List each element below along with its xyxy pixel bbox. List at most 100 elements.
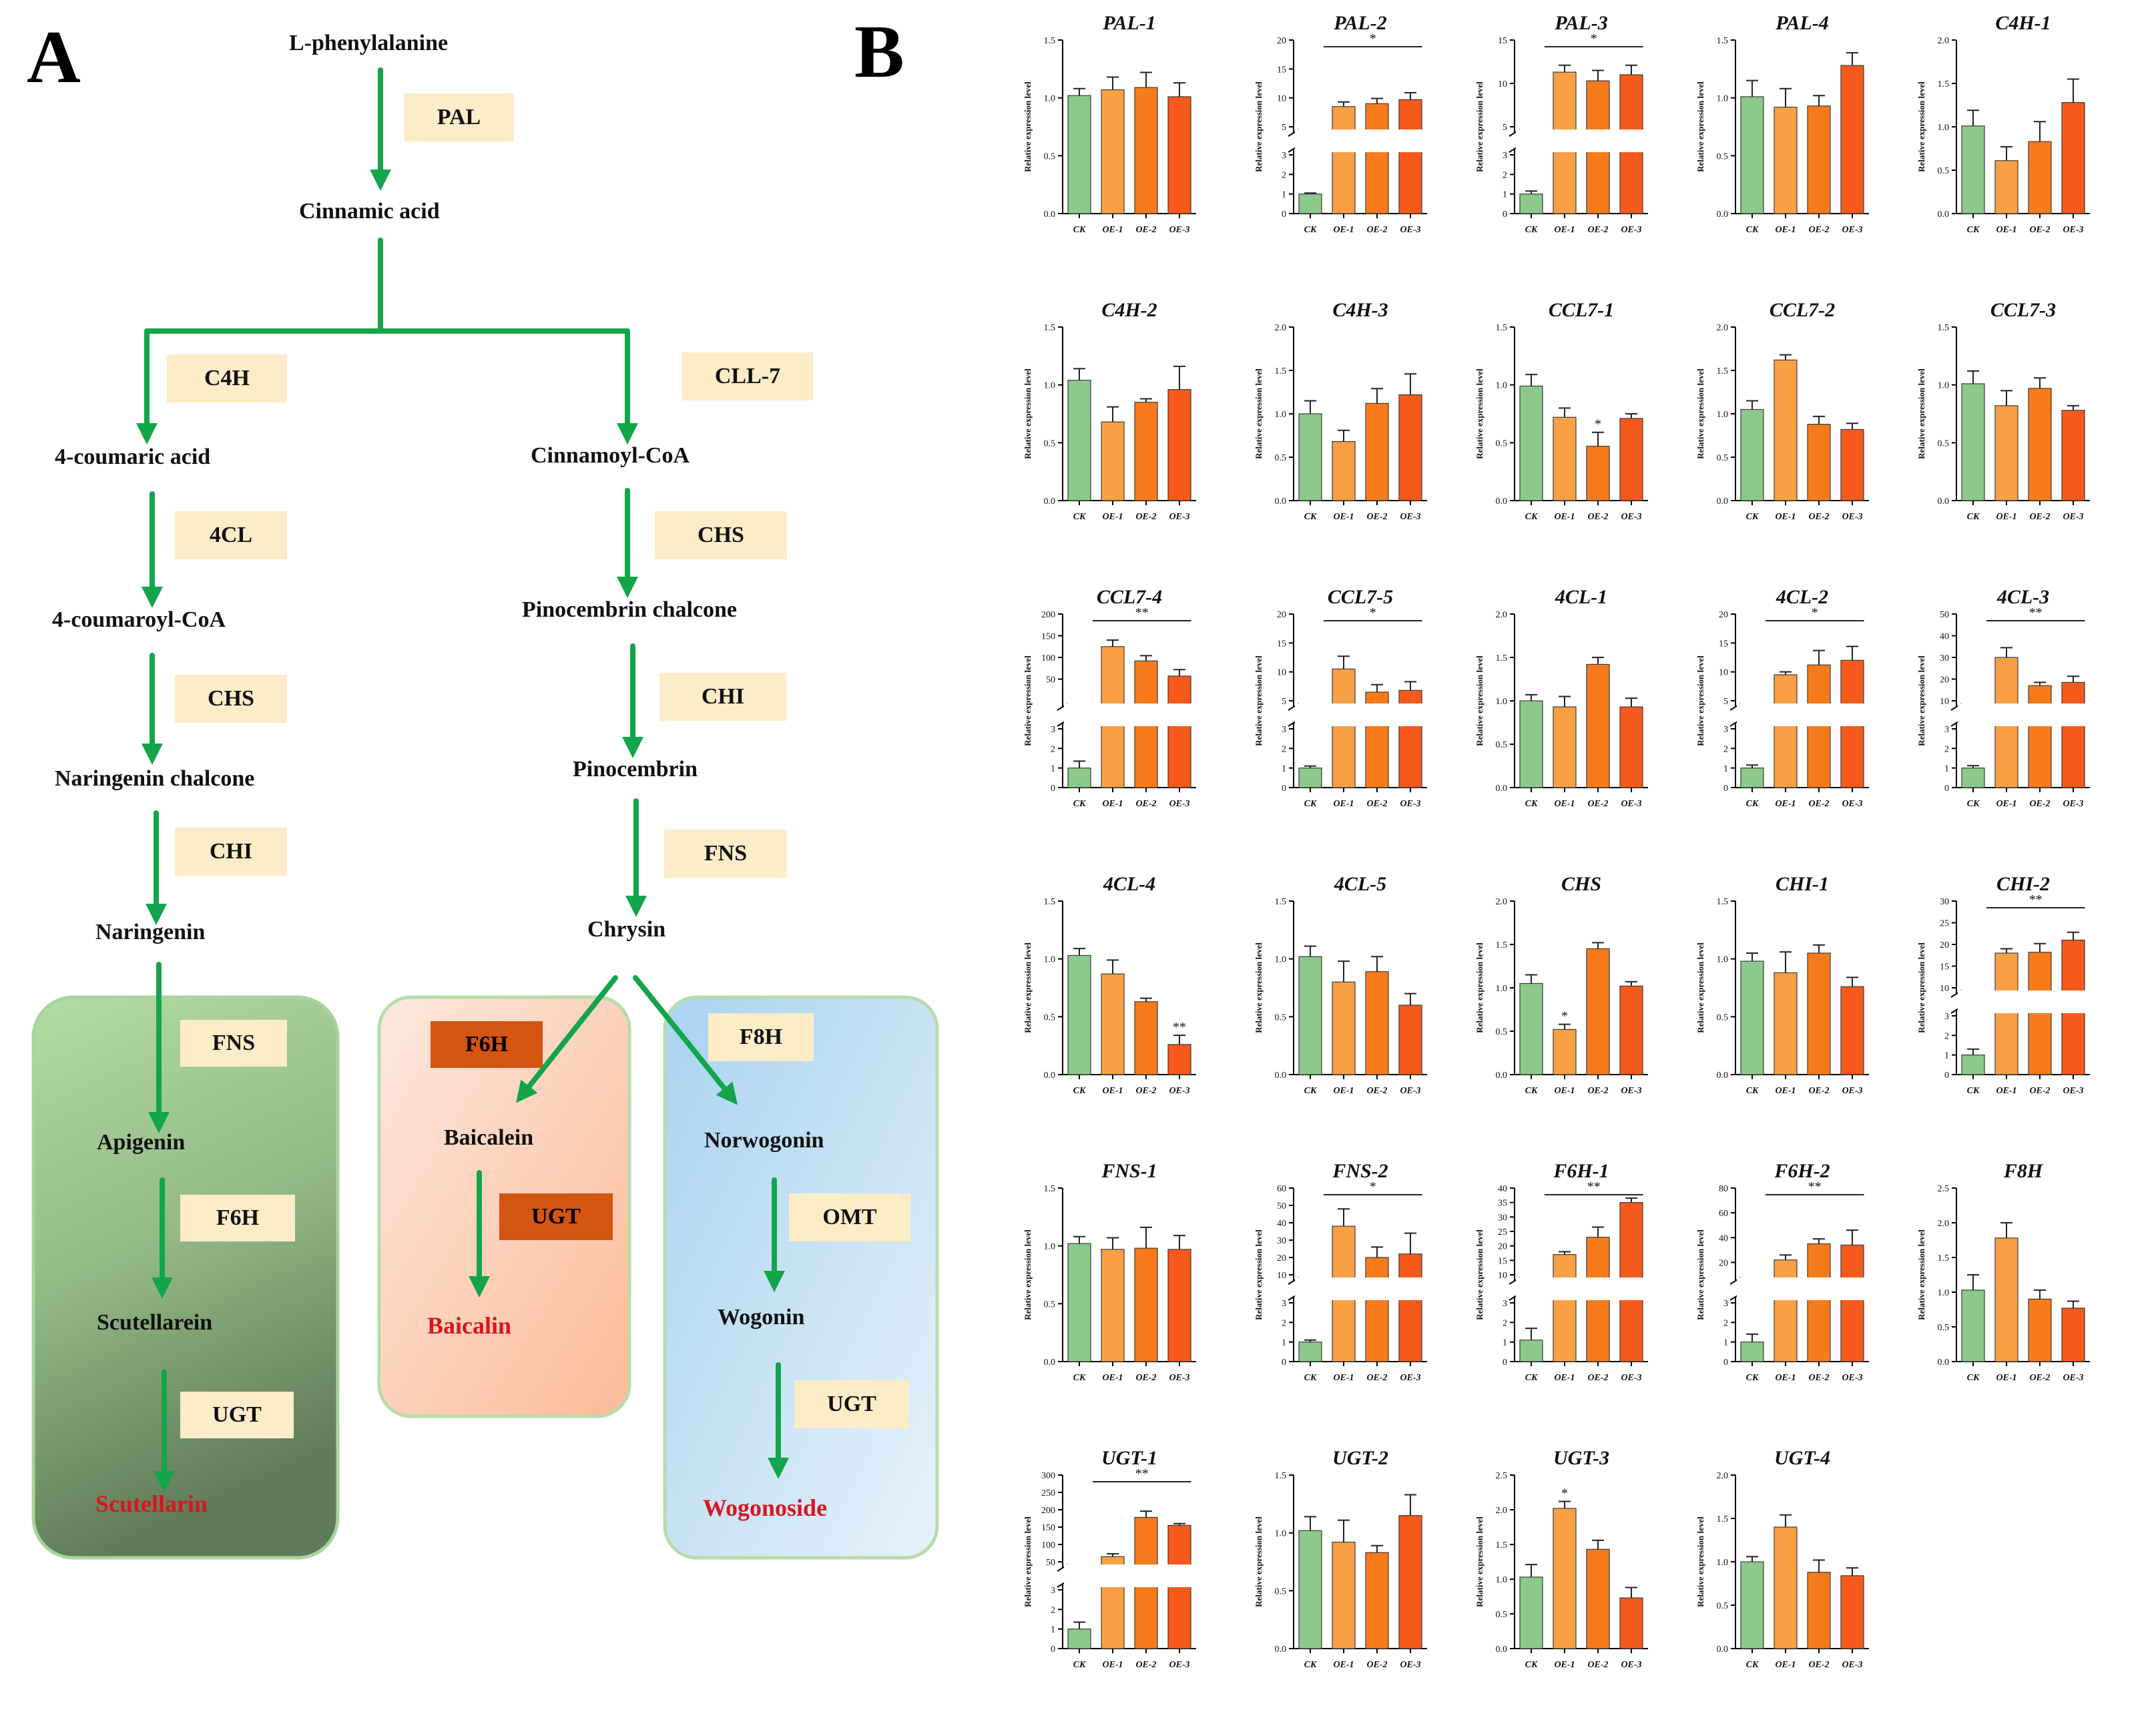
bar	[1519, 194, 1543, 214]
x-tick-label: OE-1	[1333, 799, 1354, 809]
y-tick-label: 1.5	[1496, 940, 1508, 950]
bar	[1067, 380, 1091, 501]
y-axis-label: Relative expression level	[1023, 368, 1033, 459]
y-tick-label: 1.0	[1496, 697, 1508, 707]
y-tick-label: 50	[1277, 1201, 1286, 1211]
break-band	[1737, 703, 1869, 726]
bar	[1553, 1254, 1577, 1362]
x-tick-label: OE-1	[1775, 1373, 1796, 1383]
bar	[1840, 986, 1864, 1075]
x-tick-label: OE-2	[2029, 799, 2050, 809]
bar	[1365, 971, 1389, 1075]
enzyme-cll7: CLL-7	[682, 352, 813, 400]
y-tick-label: 1.5	[1717, 366, 1729, 376]
y-tick-label: 1.5	[1044, 323, 1056, 333]
significance-mark: **	[2029, 605, 2043, 620]
x-tick-label: CK	[1304, 1373, 1318, 1383]
y-tick-label: 1.0	[1717, 94, 1729, 104]
y-tick-label: 150	[1041, 1523, 1055, 1533]
x-tick-label: OE-3	[2063, 225, 2083, 235]
bar	[1740, 1342, 1764, 1362]
y-tick-label: 80	[1719, 1184, 1728, 1194]
x-tick-label: OE-2	[2029, 1373, 2050, 1383]
y-tick-label: 0.0	[1275, 1645, 1287, 1655]
bar	[1619, 1597, 1643, 1649]
bar	[1519, 385, 1543, 501]
y-tick-label: 1.5	[1496, 1540, 1508, 1550]
bar	[1134, 87, 1158, 214]
bar	[1398, 1005, 1422, 1075]
enzyme-4cl: 4CL	[175, 511, 287, 559]
y-tick-label: 1.5	[1044, 897, 1056, 907]
metabolite-wogonin: Wogonin	[718, 1305, 805, 1330]
x-tick-label: OE-3	[2063, 1373, 2083, 1383]
x-tick-label: OE-3	[2063, 512, 2083, 522]
x-tick-label: OE-2	[1808, 799, 1829, 809]
y-tick-label: 1.0	[1938, 123, 1950, 133]
bar	[1298, 768, 1322, 788]
x-tick-label: OE-1	[1996, 1086, 2016, 1096]
chart-title: 4CL-5	[1334, 873, 1386, 895]
y-tick-label: 3	[1944, 725, 1949, 735]
y-tick-label: 200	[1041, 610, 1055, 620]
y-tick-label: 1.5	[1938, 79, 1950, 89]
bar	[1101, 421, 1125, 501]
significance-mark: **	[1135, 1466, 1149, 1481]
y-tick-label: 0.0	[1938, 497, 1950, 507]
y-tick-label: 0.5	[1717, 1601, 1729, 1611]
x-tick-label: OE-2	[1366, 1660, 1387, 1670]
y-tick-label: 0.0	[1717, 497, 1729, 507]
bar	[2028, 141, 2052, 214]
y-tick-label: 1	[1503, 1338, 1507, 1348]
break-band	[1737, 1277, 1869, 1300]
y-tick-label: 15	[1940, 962, 1949, 972]
y-tick-label: 0	[1944, 1071, 1949, 1081]
y-axis-label: Relative expression level	[1695, 1516, 1705, 1607]
metabolite-coumaric: 4-coumaric acid	[55, 445, 211, 469]
bar	[1298, 413, 1322, 501]
y-tick-label: 1.0	[1496, 984, 1508, 994]
y-tick-label: 0.5	[1044, 1013, 1056, 1023]
x-tick-label: CK	[1073, 1373, 1087, 1383]
y-tick-label: 0.5	[1717, 1013, 1729, 1023]
significance-mark: *	[1561, 1009, 1568, 1024]
x-tick-label: OE-3	[2063, 799, 2083, 809]
y-tick-label: 15	[1498, 1256, 1507, 1266]
chart-title: C4H-2	[1101, 299, 1157, 321]
bar	[1365, 402, 1389, 501]
y-tick-label: 1.5	[1717, 1514, 1729, 1524]
y-tick-label: 0	[1723, 1358, 1728, 1368]
y-tick-label: 0.5	[1717, 453, 1729, 463]
y-tick-label: 1	[1723, 1338, 1728, 1348]
chart-title: F8H	[2003, 1160, 2044, 1182]
y-tick-label: 10	[1277, 94, 1286, 104]
y-tick-label: 0.5	[1717, 152, 1729, 162]
y-tick-label: 0.0	[1496, 1645, 1508, 1655]
bar	[1167, 389, 1191, 501]
x-tick-label: CK	[1073, 225, 1087, 235]
y-axis-label: Relative expression level	[1254, 1516, 1264, 1607]
enzyme-chs-right: CHS	[655, 511, 787, 559]
x-tick-label: OE-2	[1366, 512, 1387, 522]
enzyme-ugt-blue: UGT	[794, 1380, 909, 1428]
y-tick-label: 2	[1503, 170, 1507, 180]
y-axis-label: Relative expression level	[1254, 1229, 1264, 1320]
y-tick-label: 20	[1719, 610, 1728, 620]
y-tick-label: 0.0	[1496, 1071, 1508, 1081]
enzyme-chi-left: CHI	[175, 828, 287, 876]
x-tick-label: CK	[1746, 799, 1760, 809]
x-tick-label: OE-2	[1587, 799, 1608, 809]
enzyme-ugt-green: UGT	[180, 1392, 294, 1438]
y-tick-label: 5	[1723, 697, 1728, 707]
chart-title: 4CL-4	[1103, 873, 1155, 895]
bar	[1961, 1289, 1985, 1362]
bar	[1134, 1001, 1158, 1075]
x-tick-label: OE-1	[1554, 1660, 1575, 1670]
